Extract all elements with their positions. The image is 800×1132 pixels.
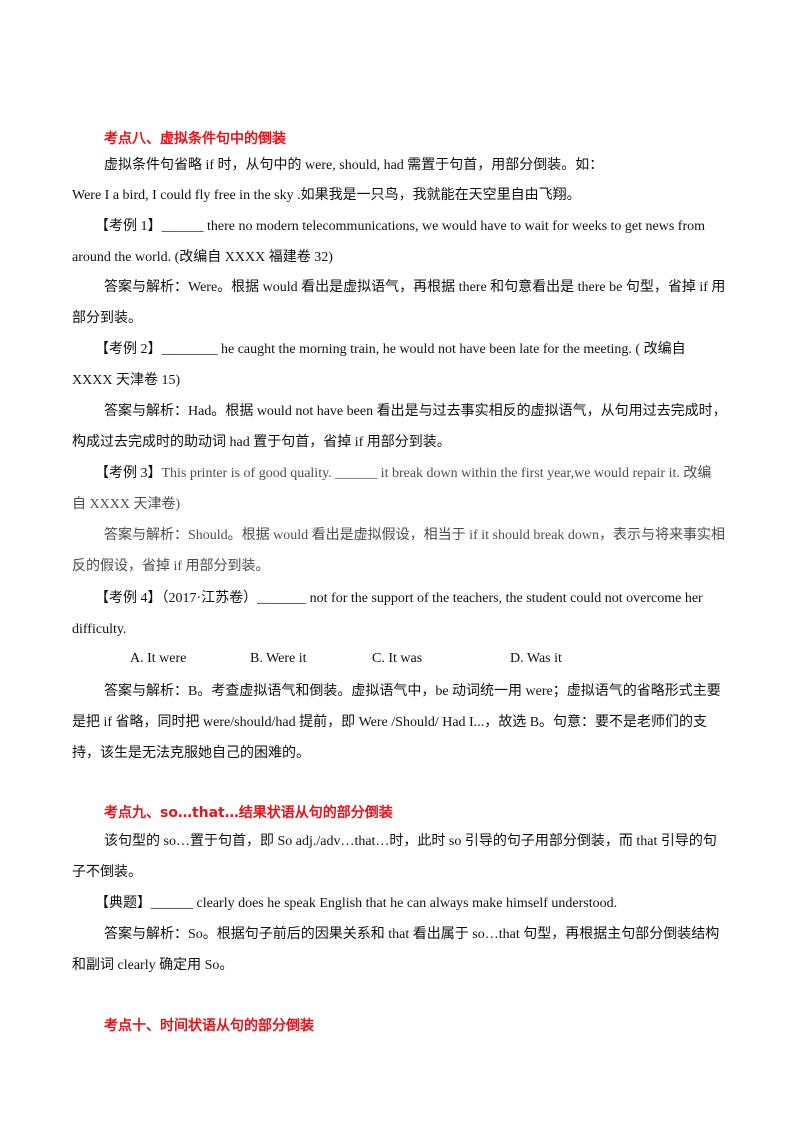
section-9-answer-line-1: 答案与解析：So。根据句子前后的因果关系和 that 看出属于 so…that …: [104, 927, 720, 942]
example-1-line-2: around the world. (改编自 XXXX 福建卷 32): [72, 250, 333, 265]
example-4-answer-line-2: 是把 if 省略，同时把 were/should/had 提前，即 Were /…: [72, 715, 708, 730]
example-1-tag: 【考例 1】: [95, 219, 162, 234]
example-1-question: ______ there no modern telecommunication…: [161, 219, 706, 234]
example-1-answer-line-2: 部分到装。: [72, 311, 142, 326]
example-4-line-1: 【考例 4】（2017·江苏卷）_______ not for the supp…: [95, 590, 703, 608]
example-4-answer-line-1: 答案与解析：B。考查虚拟语气和倒装。虚拟语气中，be 动词统一用 were；虚拟…: [104, 684, 721, 699]
option-a: A. It were: [130, 651, 187, 666]
example-3-line-2: 自 XXXX 天津卷): [72, 497, 181, 512]
example-4-tag: 【考例 4】: [95, 591, 162, 606]
example-2-line-2: XXXX 天津卷 15): [72, 373, 181, 388]
typical-question-tag: 【典题】: [95, 896, 151, 911]
example-2-answer-line-1: 答案与解析：Had。根据 would not have been 看出是与过去事…: [104, 404, 727, 419]
section-heading-8: 考点八、虚拟条件句中的倒装: [104, 131, 286, 147]
typical-question: 【典题】______ clearly does he speak English…: [95, 895, 617, 913]
example-4-line-2: difficulty.: [72, 622, 127, 637]
option-d: D. Was it: [510, 651, 562, 666]
section-9-answer-line-2: 和副词 clearly 确定用 So。: [72, 958, 234, 973]
section-9-intro-line-2: 子不倒装。: [72, 865, 142, 880]
example-4-question: （2017·江苏卷）_______ not for the support of…: [161, 591, 703, 606]
example-3-answer-line-1: 答案与解析：Should。根据 would 看出是虚拟假设，相当于 if it …: [104, 528, 726, 543]
example-3-question: This printer is of good quality. ______ …: [161, 466, 712, 481]
typical-question-text: ______ clearly does he speak English tha…: [151, 896, 618, 911]
example-2-answer-line-2: 构成过去完成时的助动词 had 置于句首，省掉 if 用部分到装。: [72, 435, 451, 450]
example-3-tag: 【考例 3】: [95, 466, 162, 481]
example-2-tag: 【考例 2】: [95, 342, 162, 357]
option-b: B. Were it: [250, 651, 307, 666]
example-2-question: ________ he caught the morning train, he…: [161, 342, 686, 357]
example-2-line-1: 【考例 2】________ he caught the morning tra…: [95, 341, 686, 359]
section-9-intro-line-1: 该句型的 so…置于句首，即 So adj./adv…that…时，此时 so …: [104, 834, 717, 849]
example-4-answer-line-3: 持，该生是无法克服她自己的困难的。: [72, 746, 310, 761]
section-heading-10: 考点十、时间状语从句的部分倒装: [104, 1018, 314, 1034]
example-1-answer-line-1: 答案与解析：Were。根据 would 看出是虚拟语气，再根据 there 和句…: [104, 280, 726, 295]
section-heading-9: 考点九、so…that…结果状语从句的部分倒装: [104, 805, 393, 821]
example-3-line-1: 【考例 3】This printer is of good quality. _…: [95, 465, 711, 483]
section-8-example: Were I a bird, I could fly free in the s…: [72, 188, 581, 203]
section-8-intro: 虚拟条件句省略 if 时，从句中的 were, should, had 需置于句…: [104, 158, 604, 173]
option-c: C. It was: [372, 651, 423, 666]
example-1-line-1: 【考例 1】______ there no modern telecommuni…: [95, 218, 705, 236]
example-3-answer-line-2: 反的假设，省掉 if 用部分到装。: [72, 559, 270, 574]
